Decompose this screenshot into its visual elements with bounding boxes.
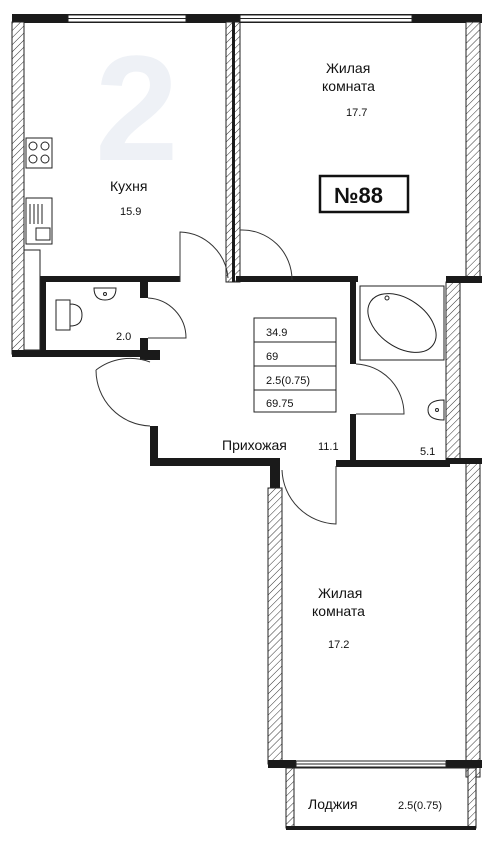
kitchen-counter (23, 249, 41, 351)
sink-kitchen (25, 197, 53, 245)
wall-left (11, 21, 25, 355)
kitchen-name: Кухня (110, 178, 147, 194)
living2-name-line2: комната (312, 603, 365, 619)
wall-wc-right (140, 282, 148, 298)
door-living2 (281, 466, 337, 525)
wc-sink (93, 287, 117, 301)
loggia-name: Лоджия (308, 796, 358, 812)
living2-area: 17.2 (328, 639, 349, 651)
door-wc (147, 297, 187, 339)
wall-loggia-top-left (268, 760, 296, 768)
door-living1 (239, 229, 293, 281)
apartment-badge-frame (318, 174, 410, 214)
wall-wc-bottom (12, 350, 160, 357)
summary-loggia-area: 2.5(0.75) (266, 375, 310, 387)
wall-hall-bottom-left (150, 426, 158, 464)
wall-right-upper (465, 21, 481, 281)
stove (25, 137, 53, 169)
door-kitchen (179, 231, 229, 282)
bathtub (359, 285, 445, 361)
wc-area: 2.0 (116, 331, 131, 343)
living1-name-line1: Жилая (326, 60, 370, 76)
wall-living2-left (267, 487, 283, 765)
summary-table: 34.9 69 2.5(0.75) 69.75 (253, 317, 337, 413)
summary-total-area: 69 (266, 351, 278, 363)
living2-name-line1: Жилая (318, 585, 362, 601)
bath-area: 5.1 (420, 446, 435, 458)
wall-bath-left (350, 282, 356, 364)
hall-name: Прихожая (222, 437, 287, 453)
wall-right-lower (465, 461, 481, 778)
summary-living-area: 34.9 (266, 327, 287, 339)
toilet (55, 299, 83, 331)
wall-kitchen-bottom (40, 276, 180, 282)
watermark-number: 2 (95, 24, 178, 192)
door-hall-left (95, 357, 151, 427)
living1-name-line2: комната (322, 78, 375, 94)
wall-right-bath (445, 281, 461, 461)
living1-name: Жилая комната (322, 60, 375, 94)
loggia-area: 2.5(0.75) (398, 800, 442, 812)
bath-sink (427, 399, 445, 421)
door-bath (355, 363, 405, 415)
living1-area: 17.7 (346, 107, 367, 119)
apartment-number: №88 (334, 183, 383, 208)
summary-total-with-loggia: 69.75 (266, 398, 294, 410)
wall-bath-bottom (350, 460, 450, 467)
living2-name: Жилая комната (312, 585, 366, 619)
kitchen-area: 15.9 (120, 206, 141, 218)
wall-living1-bottom (236, 276, 358, 282)
hall-area: 11.1 (318, 441, 339, 453)
